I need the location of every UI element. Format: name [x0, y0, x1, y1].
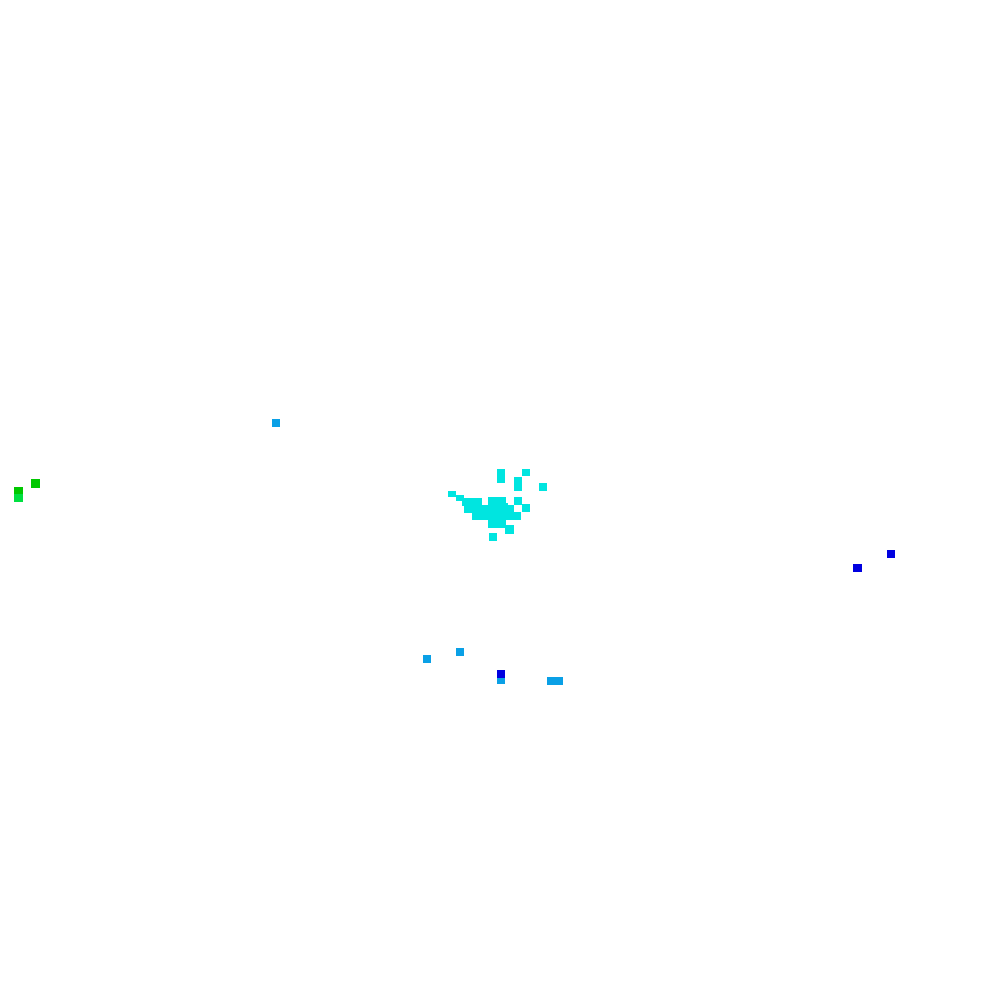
cyan-cluster-pixel	[456, 495, 464, 501]
deep-blue-points-pixel	[853, 564, 862, 572]
cyan-cluster-pixel	[514, 477, 522, 485]
cyan-cluster-pixel	[462, 498, 472, 506]
cyan-cluster-pixel	[522, 504, 530, 512]
cyan-cluster-pixel	[488, 520, 506, 528]
cyan-cluster-pixel	[506, 512, 521, 520]
sky-blue-points-pixel	[497, 677, 505, 684]
cyan-cluster-pixel	[474, 505, 514, 513]
sky-blue-points-pixel	[547, 677, 555, 685]
cyan-cluster-pixel	[489, 533, 497, 541]
deep-blue-points-pixel	[497, 670, 505, 678]
sky-blue-points-pixel	[456, 648, 464, 656]
sky-blue-points-pixel	[272, 419, 280, 427]
cyan-cluster-pixel	[539, 483, 547, 491]
green-points-pixel	[31, 479, 40, 488]
cyan-cluster-pixel	[497, 477, 505, 483]
cyan-cluster-pixel	[505, 525, 514, 534]
deep-blue-points-pixel	[887, 550, 895, 558]
cyan-cluster-pixel	[522, 469, 530, 476]
cyan-cluster-pixel	[488, 497, 506, 505]
cyan-cluster-pixel	[472, 498, 482, 506]
cyan-cluster-pixel	[464, 505, 474, 513]
bright-green-points-pixel	[16, 497, 22, 501]
cyan-cluster-pixel	[482, 505, 492, 517]
cyan-cluster-pixel	[496, 503, 508, 517]
green-points-pixel	[14, 487, 23, 495]
cyan-cluster-pixel	[514, 497, 522, 505]
cyan-cluster-pixel	[497, 469, 505, 477]
cyan-cluster-pixel	[472, 512, 490, 520]
cyan-cluster-pixel	[514, 485, 522, 491]
cyan-cluster-pixel	[448, 491, 456, 497]
pixel-marks	[14, 419, 895, 685]
sky-blue-points-pixel	[423, 655, 431, 663]
sky-blue-points-pixel	[555, 677, 563, 685]
